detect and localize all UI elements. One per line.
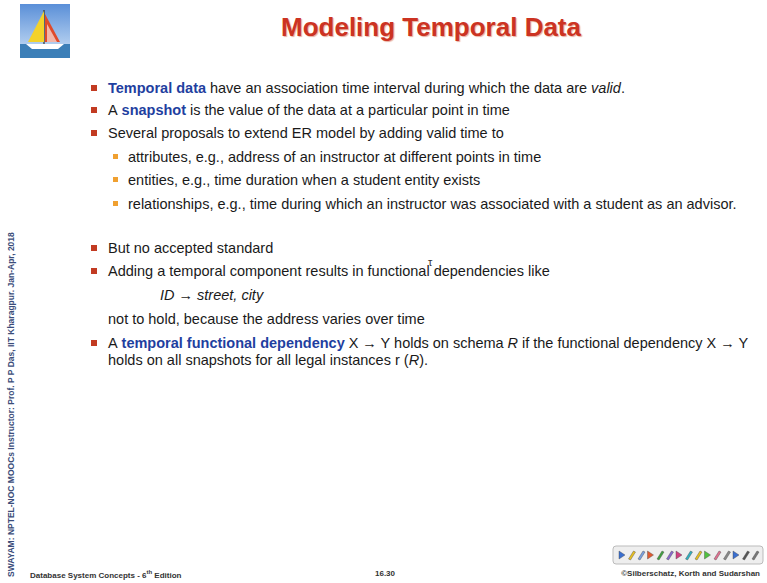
bullet-text: ). [419, 352, 428, 368]
bullet-text: A [108, 102, 118, 118]
logo-sail [45, 14, 60, 42]
logo-sea [20, 44, 70, 58]
bullet-text: attributes, e.g., address of an instruct… [128, 149, 541, 165]
logo-hull [26, 44, 64, 49]
toolbar-icon [629, 551, 636, 560]
toolbar-icon [657, 551, 664, 560]
bullet-text: . [621, 80, 625, 96]
bullet-line: entities, e.g., time duration when a stu… [128, 172, 748, 189]
bullet-square [91, 268, 97, 274]
bullet-text: not to hold, because the address varies … [108, 311, 425, 327]
logo-sail [28, 11, 44, 42]
bullet-square [113, 201, 118, 206]
bullet-line: But no accepted standard [108, 240, 758, 257]
bullet-line: not to hold, because the address varies … [108, 311, 758, 328]
bullet-square [113, 154, 118, 159]
bullet-line: Temporal datahave an association time in… [108, 80, 758, 97]
toolbar-icon [686, 551, 693, 560]
footer-line: ©Silberschatz, Korth and Sudarshan [621, 569, 760, 578]
bullet-square [91, 340, 97, 346]
cursor-mark: τ [428, 256, 432, 268]
toolbar [612, 543, 764, 567]
bullet-line: Asnapshotis the value of the data at a p… [108, 102, 758, 119]
logo-sailboat [20, 4, 70, 58]
bullet-square [91, 245, 97, 251]
footer-text: ©Silberschatz, Korth and Sudarshan [621, 569, 760, 578]
footer-text: th [147, 569, 153, 575]
bullet-square [91, 107, 97, 113]
bullet-square [91, 130, 97, 136]
footer-text: 16.30 [375, 569, 395, 578]
logo-sky [20, 4, 70, 58]
sidebar-credit: SWAYAM: NPTEL-NOC MOOCs Instructor: Prof… [6, 232, 16, 577]
term: Temporal data [108, 80, 206, 96]
bullet-line: attributes, e.g., address of an instruct… [128, 149, 748, 166]
slide-title: Modeling Temporal Data [0, 12, 767, 43]
toolbar-bg [613, 546, 763, 564]
toolbar-icon [743, 551, 750, 560]
bullet-line: Atemporal functional dependencyX → Y hol… [108, 335, 753, 369]
bullet-text: have an association time interval during… [210, 80, 587, 96]
toolbar-icon [676, 551, 682, 559]
toolbar-icon [724, 551, 731, 560]
dependency: ID → street, city [160, 287, 263, 303]
bullet-text: valid [591, 80, 621, 96]
toolbar-icon [695, 551, 702, 560]
bullet-text: A [108, 335, 118, 351]
toolbar-icon [752, 551, 759, 560]
toolbar-icon [619, 551, 625, 559]
footer-text: Database System Concepts - 6 [30, 571, 147, 580]
bullet-text: But no accepted standard [108, 240, 273, 256]
bullet-line: Several proposals to extend ER model by … [108, 125, 758, 142]
schema-name: R [508, 335, 518, 351]
bullet-text: entities, e.g., time duration when a stu… [128, 172, 480, 188]
toolbar-icon [638, 551, 645, 560]
footer-line: 16.30 [375, 569, 395, 578]
bullet-text: X → Y holds on schema [349, 335, 504, 351]
toolbar-icon [705, 551, 711, 559]
bullet-text: is the value of the data at a particular… [190, 102, 510, 118]
bullet-square [113, 177, 118, 182]
bullet-text: Adding a temporal component results in f… [108, 263, 550, 279]
bullet-line: ID → street, city [160, 287, 560, 304]
footer-text: Edition [154, 571, 181, 580]
term: temporal functional dependency [122, 335, 345, 351]
term: snapshot [122, 102, 186, 118]
toolbar-icon [667, 551, 674, 560]
bullet-square [91, 85, 97, 91]
bullet-text: relationships, e.g., time during which a… [128, 196, 737, 212]
toolbar-icon [714, 551, 721, 560]
bullet-line: Adding a temporal component results in f… [108, 263, 758, 280]
logo-stripe [47, 24, 57, 42]
schema-name: R [409, 352, 419, 368]
footer-line: Database System Concepts - 6thEdition [30, 569, 181, 580]
bullet-line: relationships, e.g., time during which a… [128, 196, 743, 213]
toolbar-icon [648, 551, 654, 559]
toolbar-icon [733, 551, 739, 559]
bullet-text: Several proposals to extend ER model by … [108, 125, 504, 141]
